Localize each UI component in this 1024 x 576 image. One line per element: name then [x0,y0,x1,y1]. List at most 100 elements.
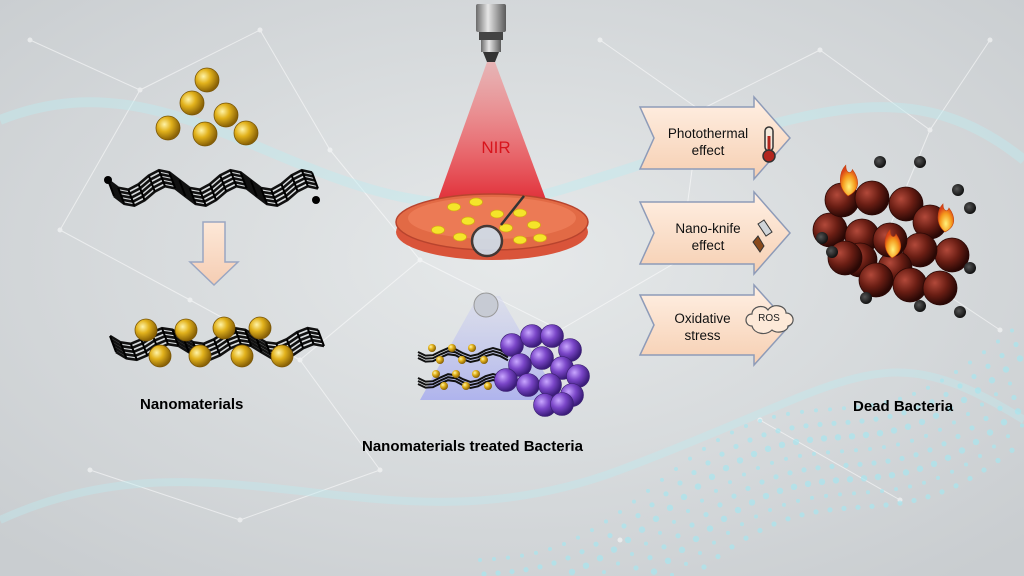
wave-dot [787,470,793,476]
gold-particle [212,316,236,340]
wave-dot [565,555,571,561]
wave-dot [1008,381,1012,386]
wave-dot [716,438,720,443]
gold-particle [436,356,444,364]
wave-dot [789,425,795,431]
debris-particle [816,232,828,244]
wave-dot [999,352,1005,359]
down-arrow [188,221,240,287]
nanosheet-bond [168,171,177,189]
network-line [559,259,681,331]
wave-dot [743,535,749,541]
wave-dot [734,506,742,514]
wave-dot [520,553,524,558]
dish-bacterium [499,223,513,233]
wave-dot [925,494,931,500]
wave-dot [534,550,538,555]
wave-dot [757,527,763,534]
wave-dot [943,391,949,398]
nanosheet-bond [117,187,126,205]
wave-dot [694,483,702,490]
wave-dot [703,511,709,518]
wave-dot [910,438,914,443]
wave-dot [748,499,756,506]
wave-dot [800,409,804,414]
gold-particle [148,344,172,368]
wave-dot [492,556,496,561]
wave-dot [936,475,940,480]
wave-dot [855,504,861,510]
wave-dot [913,452,919,458]
wave-dot [772,414,776,419]
wave-dot [670,572,674,576]
wave-dot [950,469,954,474]
wave-dot [728,480,732,485]
wave-dot [706,525,714,532]
bacterium [520,324,544,348]
effect-label-photothermal: Photothermal effect [658,125,758,159]
nanosheet-bond [290,174,299,192]
wave-dot [785,516,791,522]
wave-dot [784,456,788,461]
nanosheet-bond [171,329,180,347]
gold-particle [448,344,456,352]
network-node [297,357,303,363]
wave-dot [700,498,704,503]
gold-particle [432,370,440,378]
wave-dot [701,564,707,570]
dish-bacterium [513,235,527,245]
wave-dot [733,443,739,450]
bacterium [550,392,574,416]
network-node [327,147,333,153]
wave-dot [719,451,725,457]
wave-dot [649,502,655,508]
network-node [987,37,993,43]
wave-dot [1014,408,1022,415]
wave-dot [568,568,576,576]
wave-dot [688,456,692,461]
wave-dot [672,519,676,524]
nanosheet-bond [229,169,238,187]
gold-particle [179,90,205,116]
dish-bacterium [469,197,483,207]
wave-dot [678,546,686,554]
effect-arrow [638,283,792,367]
network-node [617,537,623,543]
nanosheet-bond [129,343,138,361]
wave-dot [652,515,660,523]
gold-particle [213,102,239,128]
wave-dot [630,551,634,556]
wave-dot [838,492,842,497]
wave-dot [509,568,515,575]
nanosheet-bond [140,339,149,356]
wave-dot [969,425,975,431]
nanosheet-with-particles [109,316,325,368]
wave-dot [1009,447,1015,453]
dead-bacterium [934,237,970,273]
wave-dot [915,405,921,411]
wave-dot [744,424,748,429]
network-node [927,127,933,133]
dish-bacterium [490,209,504,219]
wave-dot [834,434,842,441]
wave-dot [771,521,777,527]
bacteria-cluster [494,324,590,417]
wave-dot [955,433,961,440]
wave-dot [635,513,641,519]
wave-dot [972,438,980,446]
wave-dot [827,507,833,513]
network-line [259,29,331,151]
wave-dot [1002,366,1010,373]
wave-dot [983,415,989,422]
wave-dot [677,480,683,486]
nanosheet-bond [239,172,248,189]
debris-particle [952,184,964,196]
wave-dot [666,504,674,512]
wave-dot [841,505,847,512]
wave-dot [869,503,875,509]
wave-dot [926,385,930,390]
wave-dot [884,400,888,405]
wave-dot [812,451,816,456]
wave-dot [859,418,865,424]
nanosheet-ribbon [107,168,313,192]
